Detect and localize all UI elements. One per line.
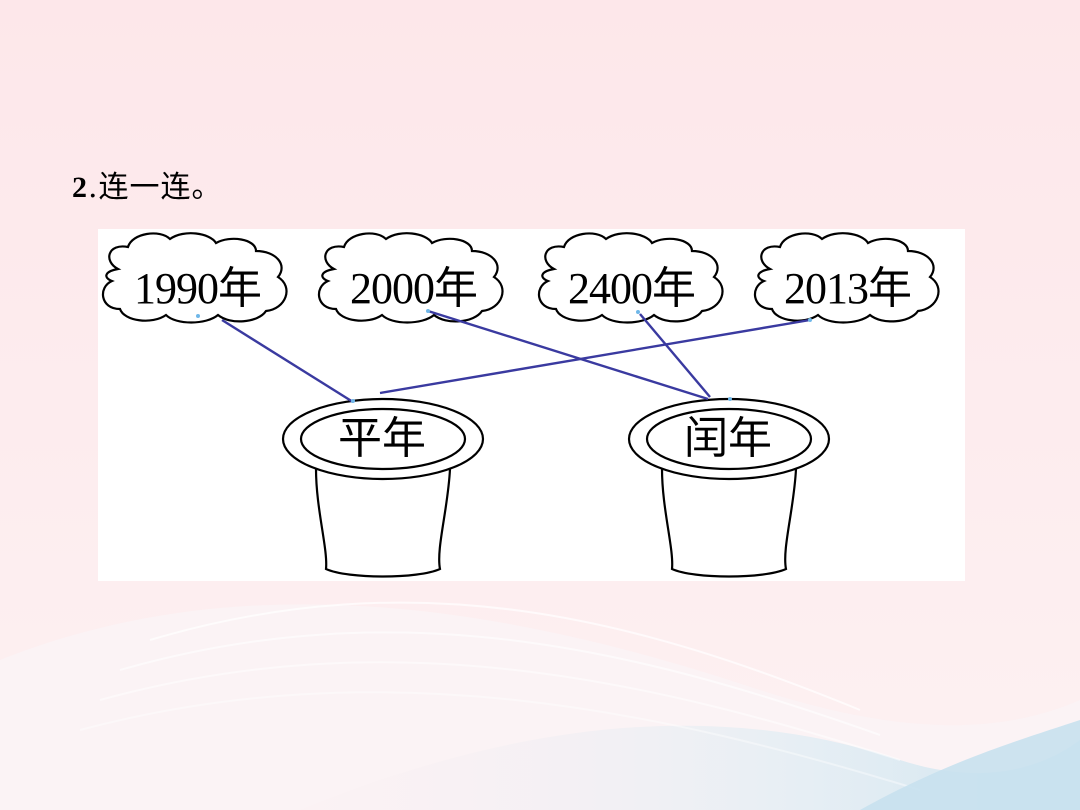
question-number: 2 <box>72 171 88 204</box>
decorative-waves <box>0 601 1080 810</box>
year-label-2000: 2000年 <box>350 264 478 313</box>
category-label-runnian: 闰年 <box>684 413 772 464</box>
cloud-2013 <box>754 232 940 324</box>
pot-pingnian <box>281 397 485 578</box>
match-line-2400-runnian <box>639 313 711 398</box>
year-label-1990: 1990年 <box>134 264 262 313</box>
year-label-2013: 2013年 <box>784 264 912 313</box>
category-label-pingnian: 平年 <box>338 413 426 464</box>
match-line-2013-pingnian <box>379 318 811 395</box>
figure-drawing <box>102 232 940 578</box>
cloud-2400 <box>538 232 724 324</box>
question-heading: 2.连一连。 <box>72 162 223 206</box>
pot-runnian <box>627 397 831 578</box>
match-line-2000-runnian <box>427 309 709 401</box>
cloud-1990 <box>102 232 288 324</box>
matching-figure: 1990年 2000年 2400年 2013年 平年 闰年 <box>98 229 965 581</box>
question-text: .连一连。 <box>88 170 223 205</box>
match-line-1990-pingnian <box>221 318 354 404</box>
cloud-2000 <box>318 232 504 324</box>
year-label-2400: 2400年 <box>568 264 696 313</box>
